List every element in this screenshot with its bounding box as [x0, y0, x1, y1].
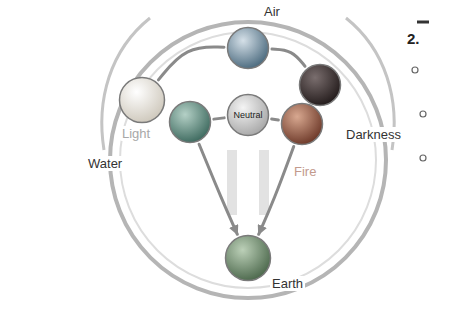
orb-shape: [118, 76, 166, 124]
bullet-mark: [420, 155, 426, 161]
element-connector: [214, 118, 224, 119]
element-connector: [272, 49, 305, 66]
inner-ring: [120, 32, 376, 288]
element-orb: Neutral: [226, 93, 270, 137]
orb-circle: [226, 236, 271, 281]
orb-circle: [170, 102, 211, 143]
bullet-mark: [412, 67, 418, 73]
orb-circle: [120, 78, 165, 123]
element-connector: [158, 47, 224, 80]
orb-circle: [228, 28, 269, 69]
element-orb: Air: [226, 26, 270, 70]
orb-shape: [280, 102, 324, 146]
element-orb: Darkness: [298, 63, 342, 107]
orb-shape: [298, 63, 342, 107]
orb-label-inside: Neutral: [233, 110, 262, 120]
orb-circle: [282, 104, 323, 145]
section-number: 2.: [407, 30, 420, 47]
orb-shape: [226, 26, 270, 70]
center-pillars: [232, 150, 264, 215]
element-orb: Water: [168, 100, 212, 144]
element-orb: Fire: [280, 102, 324, 146]
element-label: Fire: [292, 164, 318, 179]
heading-dash: [417, 21, 429, 24]
element-label: Light: [120, 126, 152, 141]
orb-shape: [168, 100, 212, 144]
element-label: Air: [262, 4, 282, 19]
orb-shape: [224, 234, 272, 282]
outer-ring: [110, 22, 386, 298]
element-orb: Earth: [224, 234, 272, 282]
element-connector: [259, 147, 294, 235]
element-connector: [272, 119, 279, 120]
element-label: Water: [86, 156, 124, 171]
orb-circle: [300, 65, 341, 106]
bullet-mark: [420, 111, 426, 117]
element-label: Earth: [270, 276, 305, 291]
orb-circle: [228, 95, 269, 136]
element-label: Darkness: [344, 127, 403, 142]
element-orb: Light: [118, 76, 166, 124]
element-connector: [199, 144, 237, 234]
